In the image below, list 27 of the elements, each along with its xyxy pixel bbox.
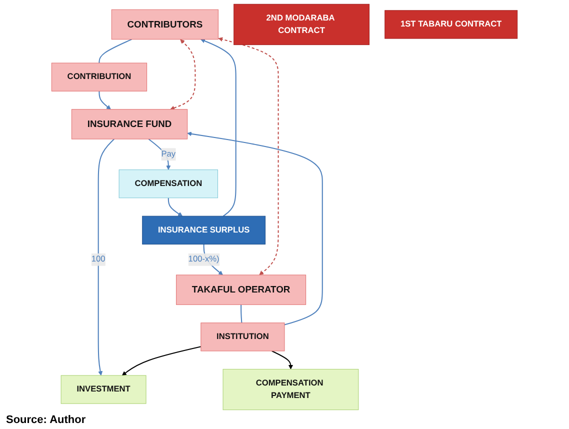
arrow [187,132,323,326]
connector [98,38,132,63]
edge-label: 100-x%) [188,254,220,264]
edge-label: Pay [161,150,176,159]
source-caption: Source: Author [5,414,87,428]
node-box: 2ND MODARABA CONTRACT [234,4,370,46]
node-box: CONTRIBUTORS [111,9,218,40]
node-box: INSTITUTION [200,322,285,352]
node-box: TAKAFUL OPERATOR [176,274,306,305]
arrow [200,38,236,217]
arrow [168,198,183,216]
node-box: INSURANCE SURPLUS [142,216,266,244]
arrow [122,346,202,376]
edge-label: 100 [91,254,106,264]
arrow [218,37,279,276]
node-box: INVESTMENT [60,375,146,404]
node-box: CONTRIBUTION [51,62,148,92]
node-box: INSURANCE FUND [71,109,188,140]
node-box: 1ST TABARU CONTRACT [384,10,518,39]
arrow [148,138,171,170]
node-box: COMPENSATION [118,170,218,198]
arrow [272,350,294,370]
arrow [98,138,115,376]
arrow [98,91,111,110]
arrow [170,39,196,110]
connector [240,304,242,323]
node-box: COMPENSATION PAYMENT [222,368,359,410]
